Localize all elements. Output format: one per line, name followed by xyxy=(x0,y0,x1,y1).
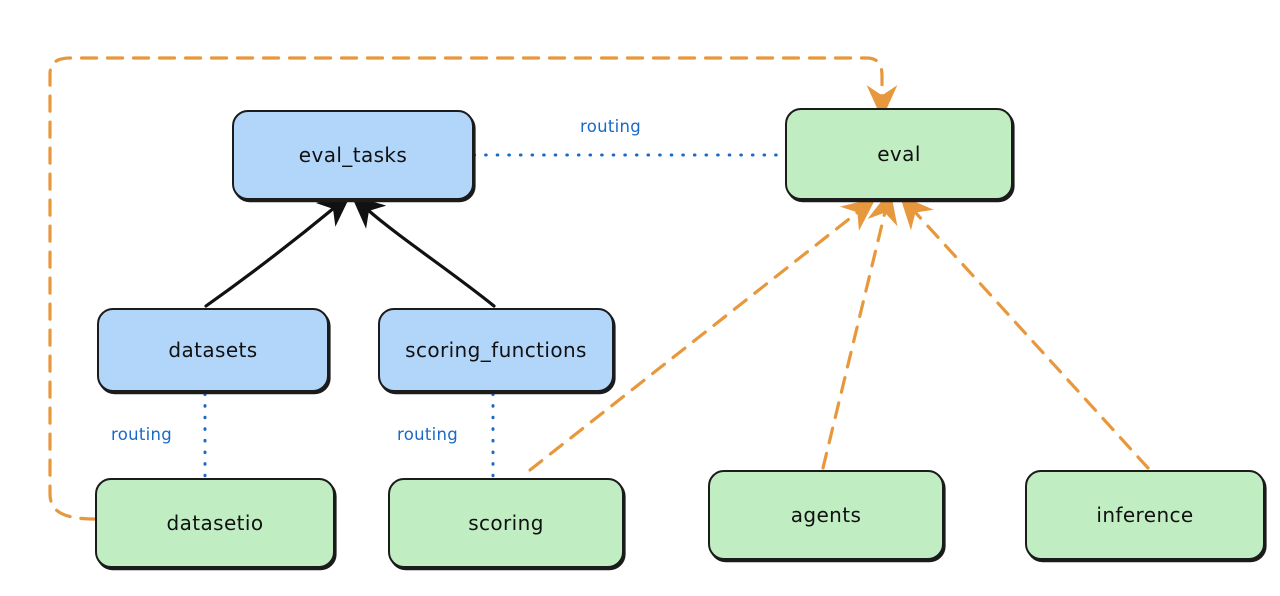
edge-label-routing-datasets-datasetio: routing xyxy=(111,425,173,444)
edge-inference-to-eval xyxy=(899,194,1150,470)
node-scoring-label: scoring xyxy=(468,511,544,535)
node-datasetio[interactable]: datasetio xyxy=(95,478,335,568)
node-eval-tasks-label: eval_tasks xyxy=(298,143,408,167)
node-inference-label: inference xyxy=(1096,503,1194,527)
node-scoring-functions[interactable]: scoring_functions xyxy=(378,308,614,392)
edge-label-routing-scoring-functions-scoring: routing xyxy=(397,425,459,444)
edge-label-routing-eval-tasks-eval: routing xyxy=(580,117,642,136)
edge-datasetio-to-eval xyxy=(48,56,898,521)
edge-datasets-to-eval-tasks xyxy=(204,193,352,308)
node-datasetio-label: datasetio xyxy=(166,511,264,535)
node-datasets[interactable]: datasets xyxy=(97,308,329,392)
edge-agents-to-eval xyxy=(821,189,898,470)
node-eval-label: eval xyxy=(877,142,921,166)
node-agents-label: agents xyxy=(790,503,862,527)
node-agents[interactable]: agents xyxy=(708,470,944,560)
node-inference[interactable]: inference xyxy=(1025,470,1265,560)
edge-scoring-functions-to-eval-tasks xyxy=(351,195,496,308)
node-datasets-label: datasets xyxy=(168,338,258,362)
node-eval[interactable]: eval xyxy=(785,108,1013,200)
node-eval-tasks[interactable]: eval_tasks xyxy=(232,110,474,200)
edge-scoring-to-eval xyxy=(528,197,877,472)
node-scoring-functions-label: scoring_functions xyxy=(405,338,587,362)
node-scoring[interactable]: scoring xyxy=(388,478,624,568)
